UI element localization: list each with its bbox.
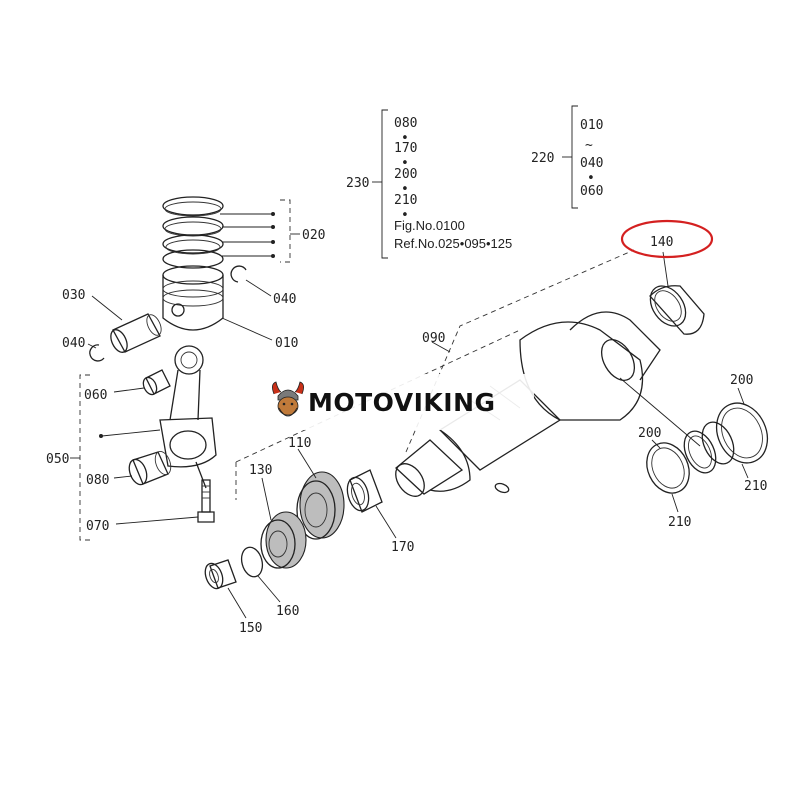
ref-number: Ref.No.025•095•125 <box>394 236 512 251</box>
label-170: 170 <box>391 540 414 555</box>
thrust-washer-200-left: 200 <box>638 426 690 494</box>
thrust-washer-210-right: 210 <box>715 402 769 494</box>
collar-150: 150 <box>204 559 262 636</box>
watermark-banner: MOTOVIKING <box>262 374 534 430</box>
label-040-lower: 040 <box>62 336 85 351</box>
label-130: 130 <box>249 463 272 478</box>
label-150: 150 <box>239 621 262 636</box>
group-230-sep-1: • <box>401 131 409 146</box>
viking-logo-icon <box>272 381 304 417</box>
group-230-sep-4: • <box>401 208 409 223</box>
group-220: 220 010 ~ 040 • 060 <box>531 105 603 209</box>
group-230-item-4: 210 <box>394 193 417 208</box>
group-220-range: ~ <box>585 138 593 153</box>
label-200-right: 200 <box>730 373 753 388</box>
group-220-last: 060 <box>580 184 603 199</box>
group-220-from: 010 <box>580 118 603 133</box>
label-110: 110 <box>288 436 311 451</box>
piston-010: 010 <box>162 265 298 351</box>
label-230: 230 <box>346 176 369 191</box>
fig-number: Fig.No.0100 <box>394 218 465 233</box>
piston-rings-020: 020 <box>162 196 325 269</box>
circlip-040-upper: 040 <box>230 265 296 307</box>
o-ring-160: 160 <box>240 546 299 619</box>
label-210-right: 210 <box>744 479 767 494</box>
label-220: 220 <box>531 151 554 166</box>
gear-130: 130 <box>249 463 307 569</box>
label-080: 080 <box>86 473 109 488</box>
watermark-text: MOTOVIKING <box>308 387 496 417</box>
group-230: 230 080 • 170 • 200 • 210 • Fig.No.0100 … <box>346 109 512 259</box>
bearing-080: 080 <box>86 451 172 488</box>
label-210-left: 210 <box>668 515 691 530</box>
group-230-item-3: 200 <box>394 167 417 182</box>
bolt-070: 070 <box>86 479 215 534</box>
bearing-170: 170 <box>346 469 414 555</box>
label-010: 010 <box>275 336 298 351</box>
thrust-washer-200-right: 200 <box>730 373 753 405</box>
label-050: 050 <box>46 452 69 467</box>
label-060: 060 <box>84 388 107 403</box>
group-230-item-2: 170 <box>394 141 417 156</box>
bush-060: 060 <box>84 369 171 403</box>
piston-pin-030: 030 <box>62 288 162 353</box>
group-230-sep-3: • <box>401 182 409 197</box>
bracket-230 <box>381 109 388 259</box>
group-230-sep-2: • <box>401 156 409 171</box>
group-230-item-1: 080 <box>394 116 417 131</box>
main-bearing-pair <box>683 421 735 474</box>
circlip-040-lower: 040 <box>62 336 105 362</box>
label-040-upper: 040 <box>273 292 296 307</box>
bracket-220 <box>571 105 578 209</box>
gear-110: 110 <box>288 436 345 540</box>
label-140: 140 <box>650 235 673 250</box>
label-090: 090 <box>422 331 445 346</box>
oil-seal-140: 140 <box>620 219 714 335</box>
highlight-circle <box>620 219 714 259</box>
label-160: 160 <box>276 604 299 619</box>
label-030: 030 <box>62 288 85 303</box>
group-220-sep: • <box>587 171 595 186</box>
thrust-washer-210-left: 210 <box>668 493 691 530</box>
label-070: 070 <box>86 519 109 534</box>
connecting-rod-050: 050 <box>46 345 217 541</box>
label-200-left: 200 <box>638 426 661 441</box>
group-220-to: 040 <box>580 156 603 171</box>
label-020: 020 <box>302 228 325 243</box>
